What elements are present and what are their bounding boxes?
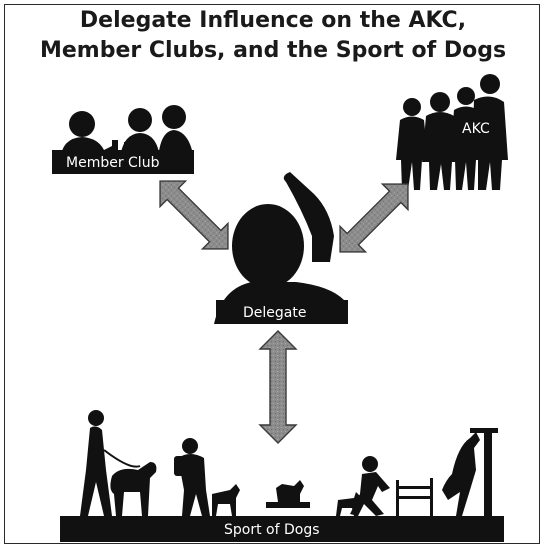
sport-of-dogs-label-bar <box>60 516 504 542</box>
sport-of-dogs-node: Sport of Dogs <box>60 410 504 542</box>
delegate-label: Delegate <box>243 305 306 321</box>
akc-node: AKC <box>396 74 508 190</box>
arrow-member-club-delegate <box>159 180 229 250</box>
sport-of-dogs-silhouette <box>80 410 498 520</box>
title-line-2: Member Clubs, and the Sport of Dogs <box>39 38 507 63</box>
delegate-label-bar <box>216 300 348 324</box>
title-line-1: Delegate Influence on the AKC, <box>79 8 467 33</box>
akc-silhouette <box>396 74 508 190</box>
member-club-node: Member Club <box>52 105 194 174</box>
diagram-title: Delegate Influence on the AKC, Member Cl… <box>0 6 546 66</box>
member-club-label: Member Club <box>66 155 160 171</box>
member-club-label-bar <box>52 150 194 174</box>
arrow-akc-delegate <box>339 183 409 253</box>
arrow-delegate-sport-of-dogs <box>258 330 298 444</box>
akc-label: AKC <box>462 121 490 137</box>
delegate-node: Delegate <box>214 172 348 324</box>
sport-of-dogs-label: Sport of Dogs <box>224 522 320 538</box>
